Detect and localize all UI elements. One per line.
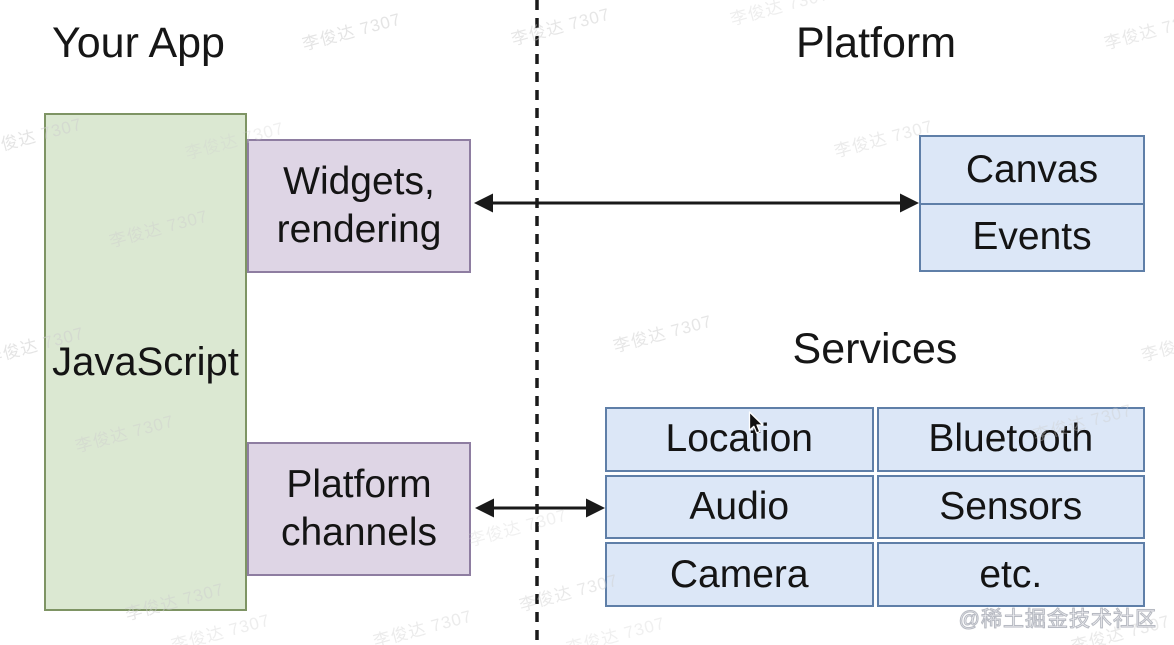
service-cell-etc: etc. <box>876 542 1145 607</box>
canvas-events-box: Canvas Events <box>919 135 1145 272</box>
platform-title: Platform <box>795 19 957 67</box>
watermark-text: 李俊达 7307 <box>466 505 570 551</box>
service-cell-camera: Camera <box>605 542 874 607</box>
services-table: Location Bluetooth Audio Sensors Camera … <box>605 407 1145 607</box>
services-title: Services <box>792 325 958 373</box>
service-cell-location: Location <box>605 407 874 472</box>
watermark-text: 李俊达 7307 <box>300 9 404 55</box>
channels-label-line2: channels <box>280 511 438 554</box>
your-app-title: Your App <box>52 19 225 67</box>
widgets-canvas-arrow <box>474 193 919 213</box>
channels-services-arrow <box>475 498 605 518</box>
events-row: Events <box>972 215 1092 259</box>
community-watermark: @稀土掘金技术社区 <box>958 608 1157 632</box>
widgets-rendering-box: Widgets, rendering <box>247 139 471 273</box>
watermark-text: 李俊达 7307 <box>509 4 613 50</box>
platform-channels-box: Platform channels <box>247 442 471 576</box>
canvas-row: Canvas <box>921 137 1143 205</box>
javascript-box: JavaScript <box>44 113 247 611</box>
service-cell-audio: Audio <box>605 474 874 540</box>
watermark-text: 李俊达 7307 <box>611 311 715 357</box>
watermark-text: 李俊达 7307 <box>1102 8 1174 54</box>
watermark-text: 李俊达 7307 <box>169 610 273 645</box>
widgets-label-line2: rendering <box>276 208 442 251</box>
watermark-text: 李俊达 7307 <box>1139 321 1174 366</box>
watermark-text: 李俊达 7307 <box>371 606 475 645</box>
service-cell-bluetooth: Bluetooth <box>876 407 1145 472</box>
service-cell-sensors: Sensors <box>876 474 1145 540</box>
channels-label-line1: Platform <box>286 463 432 506</box>
mouse-cursor-icon <box>748 411 764 434</box>
widgets-label-line1: Widgets, <box>283 160 435 203</box>
watermark-text: 李俊达 7307 <box>564 613 668 645</box>
javascript-label: JavaScript <box>52 339 239 384</box>
